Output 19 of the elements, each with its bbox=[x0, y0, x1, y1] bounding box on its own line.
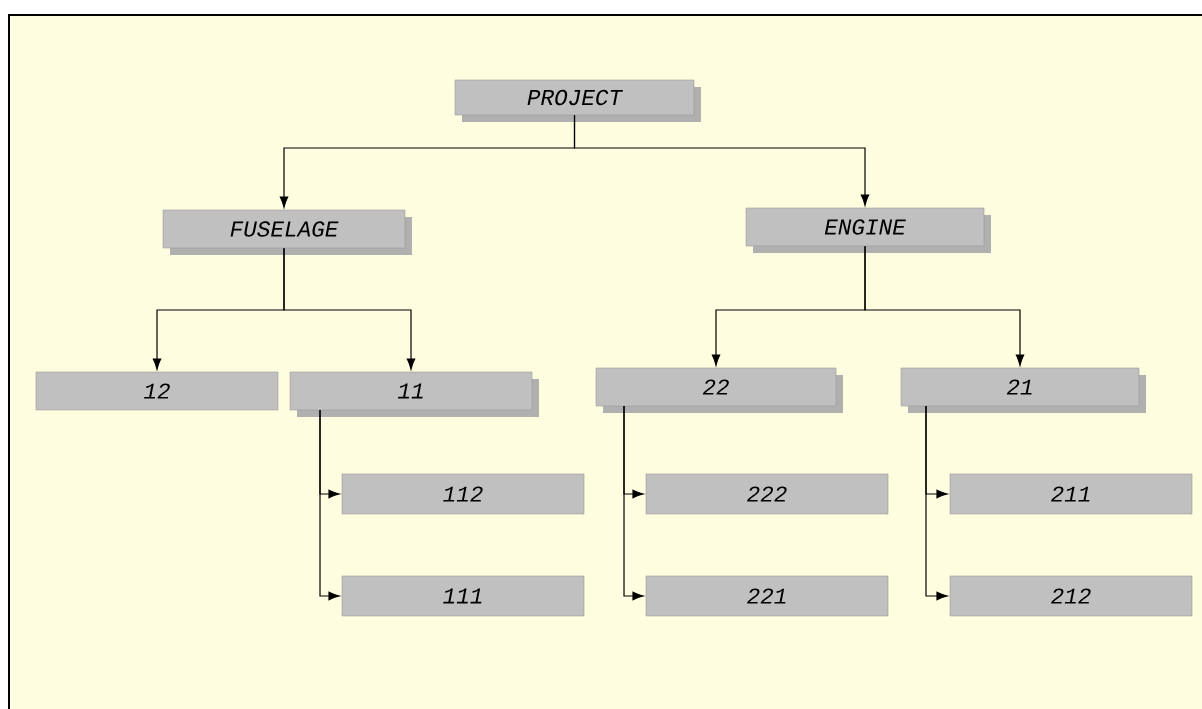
arrow bbox=[573, 114, 870, 206]
process-box: PROJECT bbox=[454, 79, 701, 122]
process-box: 112 bbox=[341, 473, 585, 515]
process-box: 21 bbox=[900, 367, 1146, 413]
process-box: 211 bbox=[949, 473, 1193, 515]
process-box: 212 bbox=[949, 575, 1193, 617]
process-box: 111 bbox=[341, 575, 585, 617]
process-box: 11 bbox=[289, 371, 539, 417]
arrow bbox=[623, 405, 644, 601]
process-box: FUSELAGE bbox=[162, 209, 412, 255]
arrow bbox=[319, 409, 340, 601]
arrow bbox=[925, 405, 948, 601]
process-box: 222 bbox=[645, 473, 889, 515]
arrow bbox=[283, 247, 416, 370]
arrow bbox=[864, 245, 1025, 366]
process-box: 12 bbox=[35, 371, 279, 411]
process-box: 22 bbox=[595, 367, 843, 413]
process-box: 221 bbox=[645, 575, 889, 617]
process-box: ENGINE bbox=[745, 207, 991, 253]
